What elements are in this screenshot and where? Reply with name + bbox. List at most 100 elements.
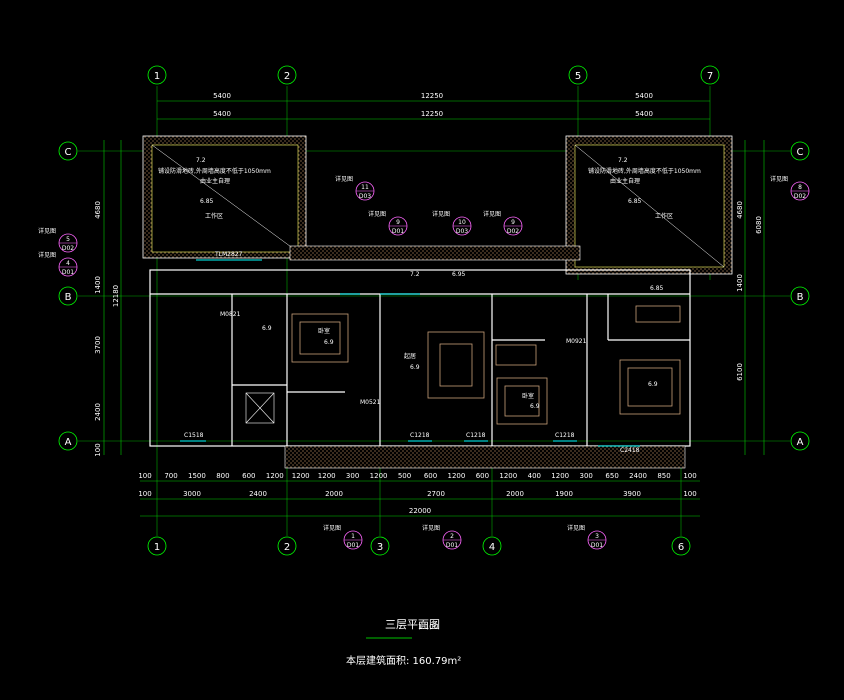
callout-ref: D01 [446, 542, 458, 549]
axis-left-a: A [65, 437, 72, 448]
dim-bot2-9: 100 [683, 490, 696, 498]
dim-top-2: 12250 [421, 92, 443, 100]
dim-bot2-8: 3900 [623, 490, 641, 498]
elev-72-right: 7.2 [618, 157, 628, 164]
dim-top2-2: 12250 [421, 110, 443, 118]
callout-number: 9 [396, 219, 400, 226]
callout-ref: D02 [507, 228, 519, 235]
callout-label: 详见图 [38, 227, 56, 235]
elev-72-corridor: 7.2 [410, 271, 420, 278]
window-c1218-2: C1218 [466, 432, 486, 439]
door-m0821: M0821 [220, 311, 241, 318]
dim-bot2-1: 100 [138, 490, 151, 498]
callout-label: 详见图 [483, 210, 501, 218]
elev-right-terrace: 6.85 [628, 198, 642, 205]
callout-label: 详见图 [335, 175, 353, 183]
window-c1218-3: C1218 [555, 432, 575, 439]
elev-69-e: 6.9 [648, 381, 658, 388]
dim-bottom-row1-item: 1200 [292, 472, 310, 480]
dim-top2-1: 5400 [213, 110, 231, 118]
dim-bottom-row1-item: 600 [242, 472, 255, 480]
dimension-lines [103, 100, 765, 517]
dim-bottom-row1-item: 2400 [629, 472, 647, 480]
callout-label: 详见图 [38, 251, 56, 259]
bedroom-label-2: 卧室 [522, 392, 534, 400]
axis-left-c: C [65, 147, 72, 158]
dim-bottom-row1-item: 650 [605, 472, 618, 480]
dim-bot2-6: 2000 [506, 490, 524, 498]
left-terrace-note: 铺设防滑地砖,外周墙高度不低于1050mm [158, 167, 271, 175]
bedroom-label-1: 卧室 [318, 327, 330, 335]
windows [180, 259, 640, 447]
dim-bottom-row1-item: 100 [138, 472, 151, 480]
callout-ref: D03 [359, 193, 371, 200]
callout-ref: D01 [392, 228, 404, 235]
dim-bottom-row1-item: 600 [424, 472, 437, 480]
dim-bottom-row1-item: 400 [528, 472, 541, 480]
work-right: 工作区 [655, 212, 673, 220]
dim-bottom-row1-item: 1500 [188, 472, 206, 480]
axis-right-a: A [797, 437, 804, 448]
axis-bubbles-bottom [147, 536, 691, 556]
right-terrace-note: 铺设防滑地砖,外周墙高度不低于1050mm [588, 167, 701, 175]
dim-left-5: 100 [94, 443, 102, 456]
axis-bubbles-right [790, 141, 810, 451]
callout-ref: D03 [456, 228, 468, 235]
elev-69-d: 6.9 [530, 403, 540, 410]
dim-bottom-row1-item: 100 [683, 472, 696, 480]
dim-bot2-4: 2000 [325, 490, 343, 498]
callout-ref: D02 [794, 193, 806, 200]
dim-bottom-row1-item: 1200 [318, 472, 336, 480]
right-terrace-note2: 由业主自理 [610, 177, 640, 185]
dim-bottom-total: 22000 [409, 507, 431, 515]
axis-bottom-6: 6 [678, 542, 684, 553]
axis-bottom-3: 3 [377, 542, 383, 553]
dim-bot2-2: 3000 [183, 490, 201, 498]
axis-top-5: 5 [575, 71, 581, 82]
callout-ref: D01 [347, 542, 359, 549]
door-m0921: M0921 [566, 338, 587, 345]
dim-bottom-row1-item: 1200 [266, 472, 284, 480]
dim-bottom-row1-item: 300 [346, 472, 359, 480]
elev-69-a: 6.9 [262, 325, 272, 332]
callout-label: 详见图 [432, 210, 450, 218]
axis-bottom-4: 4 [489, 542, 495, 553]
dim-bottom-row1-item: 800 [216, 472, 229, 480]
axis-bottom-2: 2 [284, 542, 290, 553]
dim-bot2-3: 2400 [249, 490, 267, 498]
callout-number: 4 [66, 260, 70, 267]
callout-label: 详见图 [567, 524, 585, 532]
elev-69-c: 6.9 [410, 364, 420, 371]
dim-right-2: 1400 [736, 274, 744, 292]
callout-number: 11 [361, 184, 369, 191]
dim-left-4: 2400 [94, 403, 102, 421]
terrace-right [565, 135, 733, 275]
axis-bottom-1: 1 [154, 542, 160, 553]
dim-bottom-row1-item: 300 [580, 472, 593, 480]
axis-right-b: B [797, 292, 804, 303]
axis-top-7: 7 [707, 71, 713, 82]
window-c1518: C1518 [184, 432, 204, 439]
dim-top-3: 5400 [635, 92, 653, 100]
door-m0521: M0521 [360, 399, 381, 406]
window-c2418: C2418 [620, 447, 640, 454]
callout-label: 详见图 [368, 210, 386, 218]
dim-right-1: 4680 [736, 201, 744, 219]
work-left: 工作区 [205, 212, 223, 220]
window-c1218-1: C1218 [410, 432, 430, 439]
dim-bottom-row1-item: 1200 [447, 472, 465, 480]
dim-left-total: 12180 [112, 285, 120, 307]
callout-number: 10 [458, 219, 466, 226]
terrace-left [142, 135, 307, 259]
axis-top-1: 1 [154, 71, 160, 82]
corridor-hatch [289, 245, 581, 261]
